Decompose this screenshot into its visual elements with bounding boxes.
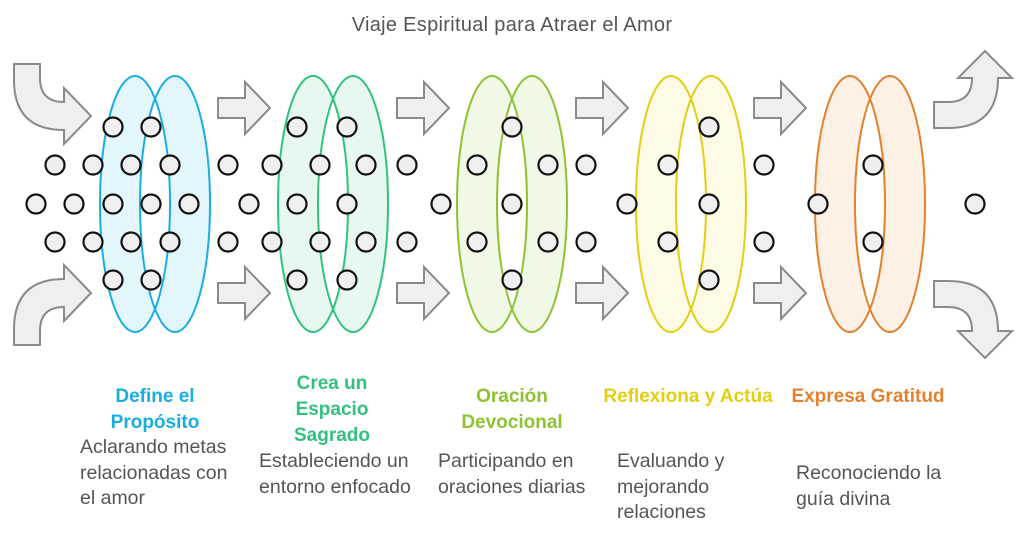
particle-circle-icon bbox=[698, 116, 720, 138]
arrow-right-icon bbox=[396, 79, 451, 137]
stage-3-description: Participando en oraciones diarias bbox=[438, 450, 586, 498]
arrow-right-icon bbox=[217, 264, 272, 322]
stage-1-description: Aclarando metas relacionadas con el amor bbox=[80, 436, 228, 509]
arrow-right-icon bbox=[753, 79, 808, 137]
particle-circle-icon bbox=[102, 269, 124, 291]
diagram-title: Viaje Espiritual para Atraer el Amor bbox=[351, 14, 673, 36]
stage-1-title: Define el Propósito bbox=[110, 386, 200, 433]
stage-5-description: Reconociendo la guía divina bbox=[796, 462, 942, 510]
particle-circle-icon bbox=[501, 269, 523, 291]
particle-circle-icon bbox=[753, 231, 775, 253]
particle-circle-icon bbox=[238, 193, 260, 215]
particle-circle-icon bbox=[261, 154, 283, 176]
particle-circle-icon bbox=[616, 193, 638, 215]
particle-circle-icon bbox=[217, 154, 239, 176]
curved-arrow-out-top-icon bbox=[933, 49, 1015, 129]
particle-circle-icon bbox=[355, 231, 377, 253]
ring-icon bbox=[634, 75, 748, 333]
particle-circle-icon bbox=[159, 231, 181, 253]
particle-circle-icon bbox=[657, 154, 679, 176]
particle-circle-icon bbox=[430, 193, 452, 215]
particle-circle-icon bbox=[466, 231, 488, 253]
particle-circle-icon bbox=[964, 193, 986, 215]
particle-circle-icon bbox=[120, 154, 142, 176]
particle-circle-icon bbox=[807, 193, 829, 215]
particle-circle-icon bbox=[396, 154, 418, 176]
particle-circle-icon bbox=[575, 154, 597, 176]
particle-circle-icon bbox=[25, 193, 47, 215]
particle-circle-icon bbox=[862, 231, 884, 253]
particle-circle-icon bbox=[396, 231, 418, 253]
particle-circle-icon bbox=[537, 154, 559, 176]
particle-circle-icon bbox=[309, 154, 331, 176]
particle-circle-icon bbox=[286, 116, 308, 138]
particle-circle-icon bbox=[336, 269, 358, 291]
particle-circle-icon bbox=[501, 193, 523, 215]
ring-icon bbox=[813, 75, 927, 333]
ring-icon bbox=[98, 75, 212, 333]
stage-2-description: Estableciendo un entorno enfocado bbox=[259, 450, 411, 498]
particle-circle-icon bbox=[217, 231, 239, 253]
particle-circle-icon bbox=[309, 231, 331, 253]
particle-circle-icon bbox=[575, 231, 597, 253]
particle-circle-icon bbox=[501, 116, 523, 138]
stage-3-title: Oración Devocional bbox=[461, 386, 563, 433]
particle-circle-icon bbox=[286, 193, 308, 215]
particle-circle-icon bbox=[355, 154, 377, 176]
particle-circle-icon bbox=[178, 193, 200, 215]
arrow-right-icon bbox=[396, 264, 451, 322]
stage-4-title: Reflexiona y Actúa bbox=[603, 386, 773, 407]
ring-icon bbox=[455, 75, 569, 333]
particle-circle-icon bbox=[82, 231, 104, 253]
particle-circle-icon bbox=[82, 154, 104, 176]
particle-circle-icon bbox=[261, 231, 283, 253]
particle-circle-icon bbox=[140, 116, 162, 138]
curved-arrow-in-bottom-icon bbox=[13, 262, 93, 346]
arrow-right-icon bbox=[753, 264, 808, 322]
particle-circle-icon bbox=[140, 269, 162, 291]
arrow-right-icon bbox=[575, 264, 630, 322]
particle-circle-icon bbox=[159, 154, 181, 176]
particle-circle-icon bbox=[698, 193, 720, 215]
stage-5-title: Expresa Gratitud bbox=[791, 386, 945, 407]
curved-arrow-out-bottom-icon bbox=[933, 280, 1015, 360]
particle-circle-icon bbox=[753, 154, 775, 176]
particle-circle-icon bbox=[336, 193, 358, 215]
particle-circle-icon bbox=[140, 193, 162, 215]
particle-circle-icon bbox=[63, 193, 85, 215]
particle-circle-icon bbox=[102, 193, 124, 215]
particle-circle-icon bbox=[657, 231, 679, 253]
particle-circle-icon bbox=[862, 154, 884, 176]
curved-arrow-in-top-icon bbox=[13, 63, 93, 147]
particle-circle-icon bbox=[466, 154, 488, 176]
particle-circle-icon bbox=[44, 154, 66, 176]
particle-circle-icon bbox=[102, 116, 124, 138]
particle-circle-icon bbox=[537, 231, 559, 253]
stage-4-description: Evaluando y mejorando relaciones bbox=[617, 450, 725, 523]
particle-circle-icon bbox=[336, 116, 358, 138]
particle-circle-icon bbox=[120, 231, 142, 253]
arrow-right-icon bbox=[575, 79, 630, 137]
particle-circle-icon bbox=[698, 269, 720, 291]
particle-circle-icon bbox=[286, 269, 308, 291]
particle-circle-icon bbox=[44, 231, 66, 253]
arrow-right-icon bbox=[217, 79, 272, 137]
stage-2-title: Crea un Espacio Sagrado bbox=[293, 373, 371, 446]
